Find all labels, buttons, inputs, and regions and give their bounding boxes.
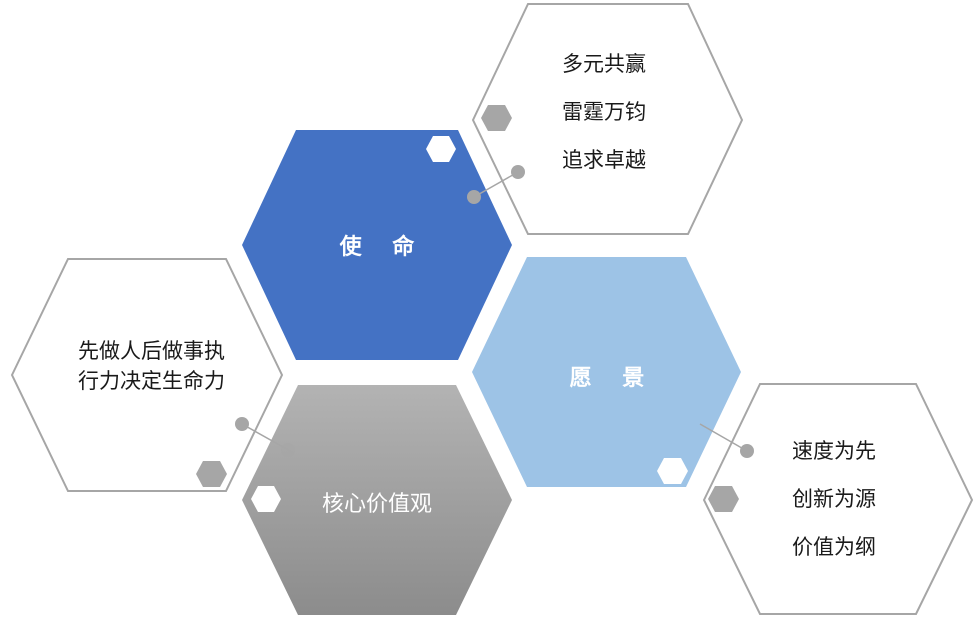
connector-mission xyxy=(473,171,519,198)
connector-dot-values-start xyxy=(235,417,249,431)
values-label: 核心价值观 xyxy=(321,492,432,517)
values-hexagon xyxy=(242,385,512,615)
connector-dot-values-end xyxy=(281,443,295,457)
small-hexagon-gray-mission-details xyxy=(481,105,512,131)
values-details-hexagon xyxy=(10,258,284,492)
vision-hexagon xyxy=(472,257,741,487)
values-details-text: 先做人后做事执行力决定生命力 xyxy=(78,339,225,393)
mission-details-hexagon xyxy=(471,3,744,235)
mission-detail-item: 多元共赢 xyxy=(562,52,646,76)
small-hexagon-white-vision xyxy=(657,458,688,484)
small-hexagon-white-mission xyxy=(426,136,456,162)
vision-details-list: 速度为先 创新为源 价值为纲 xyxy=(792,427,876,571)
small-hexagon-white-values xyxy=(251,486,281,512)
small-hexagon-gray-vision-details xyxy=(708,486,739,512)
connector-dot-vision xyxy=(740,444,754,458)
vision-detail-item: 价值为纲 xyxy=(792,535,876,559)
vision-label: 愿 景 xyxy=(569,366,645,391)
mission-hexagon xyxy=(242,130,512,360)
mission-label: 使 命 xyxy=(339,235,415,260)
vision-detail-item: 速度为先 xyxy=(792,439,876,463)
mission-detail-item: 追求卓越 xyxy=(562,148,646,172)
vision-detail-item: 创新为源 xyxy=(792,487,876,511)
mission-details-list: 多元共赢 雷霆万钧 追求卓越 xyxy=(562,40,646,184)
connector-dot-mission-start xyxy=(467,190,481,204)
connector-dot-mission-end xyxy=(511,165,525,179)
vision-details-hexagon xyxy=(702,383,974,615)
small-hexagon-gray-values-details xyxy=(196,461,227,487)
connector-vision xyxy=(699,423,748,452)
mission-detail-item: 雷霆万钧 xyxy=(562,100,646,124)
